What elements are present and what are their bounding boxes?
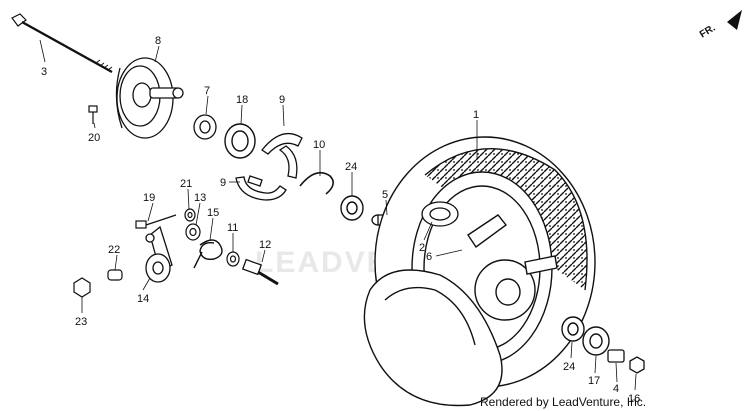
part-dust-seal <box>224 123 256 159</box>
part-brake-cam <box>241 258 279 286</box>
callout-21: 21 <box>180 178 192 190</box>
part-return-spring <box>193 239 223 269</box>
callout-17: 17 <box>588 375 600 387</box>
part-bearing-right <box>561 316 585 342</box>
callout-leader-lines <box>39 39 637 391</box>
callout-7: 7 <box>204 85 210 97</box>
part-washer-21 <box>184 208 196 222</box>
part-brake-panel <box>115 57 184 139</box>
callout-24-right: 24 <box>563 361 575 373</box>
callout-20: 20 <box>88 132 100 144</box>
part-bearing-left <box>340 195 364 221</box>
callout-13: 13 <box>194 192 206 204</box>
callout-22: 22 <box>108 244 120 256</box>
part-washer-11 <box>226 251 240 267</box>
part-brake-arm-bolt <box>135 214 177 229</box>
callout-3: 3 <box>41 66 47 78</box>
part-spring <box>299 171 334 195</box>
callout-9-upper: 9 <box>279 94 285 106</box>
part-small-bolt <box>88 105 98 124</box>
callout-10: 10 <box>313 139 325 151</box>
callout-11: 11 <box>227 222 238 234</box>
callout-12: 12 <box>259 239 271 251</box>
callout-16: 16 <box>628 393 640 405</box>
callout-labels: 1 2 3 4 5 6 7 8 9 9 10 11 12 13 14 15 16… <box>41 35 640 405</box>
callout-4: 4 <box>613 383 619 395</box>
part-axle-nut <box>629 356 645 374</box>
part-brake-shoe-upper <box>261 132 303 179</box>
part-valve-stem <box>421 201 459 227</box>
part-oil-seal <box>582 326 610 356</box>
callout-14: 14 <box>137 293 149 305</box>
callout-8: 8 <box>155 35 161 47</box>
part-castle-nut <box>193 114 217 140</box>
callout-1: 1 <box>473 109 479 121</box>
part-brake-shoe-lower <box>235 175 287 201</box>
front-direction-label: FR. <box>698 23 718 41</box>
callout-18: 18 <box>236 94 248 106</box>
callout-19: 19 <box>143 192 155 204</box>
part-washer-13 <box>185 223 201 241</box>
arrow-icon <box>727 10 742 30</box>
part-brake-arm <box>145 225 173 283</box>
part-tire-front-section <box>363 269 503 407</box>
callout-5: 5 <box>382 189 388 201</box>
callout-23: 23 <box>75 316 87 328</box>
callout-2: 2 <box>419 242 425 254</box>
part-wing-nut <box>73 277 91 298</box>
part-joint-pin <box>107 269 123 281</box>
part-side-collar <box>607 349 625 363</box>
callout-15: 15 <box>207 207 219 219</box>
front-direction-marker: FR. <box>698 10 742 41</box>
callout-9-lower: 9 <box>220 177 226 189</box>
part-axle <box>11 13 113 74</box>
callout-24-left: 24 <box>345 161 357 173</box>
credit-text: Rendered by LeadVenture, Inc. <box>480 395 646 409</box>
callout-6: 6 <box>426 251 432 263</box>
